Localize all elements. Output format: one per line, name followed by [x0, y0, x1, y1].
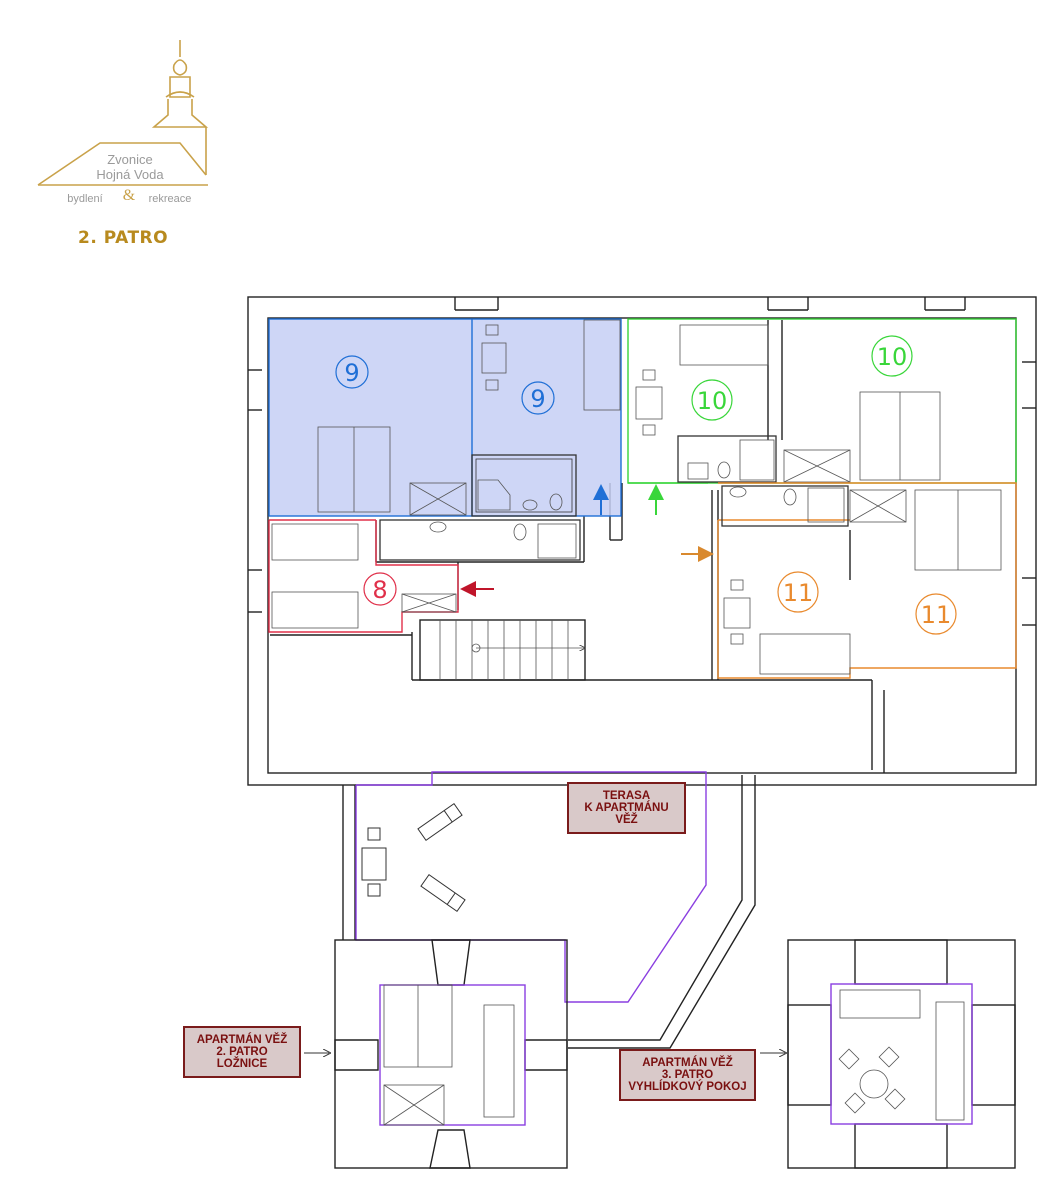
callout-terasa: TERASA K APARTMÁNU VĚŽ	[567, 782, 686, 834]
tower-3rd-floor	[787, 939, 1016, 1169]
callout-apartman-vez-3-patro: APARTMÁN VĚŽ 3. PATRO VYHLÍDKOVÝ POKOJ	[619, 1049, 756, 1101]
unit-8	[268, 519, 581, 633]
svg-text:bydlení: bydlení	[67, 193, 102, 205]
building-walls	[247, 296, 1037, 786]
unit-11-label-b: 11	[915, 593, 957, 635]
tower-2nd-floor	[334, 939, 568, 1169]
unit-8-label: 8	[363, 572, 397, 606]
unit-9-label-a: 9	[335, 355, 369, 389]
callout-vez2-line: 2. PATRO	[216, 1046, 268, 1058]
callout-terasa-line: TERASA	[602, 790, 651, 802]
svg-text:Hojná Voda: Hojná Voda	[96, 167, 164, 182]
svg-text:&: &	[123, 187, 136, 204]
terrace-furniture	[361, 802, 466, 913]
callout-terasa-line: VĚŽ	[615, 814, 638, 826]
svg-text:Zvonice: Zvonice	[107, 152, 153, 167]
svg-text:9: 9	[530, 385, 545, 413]
svg-text:11: 11	[783, 579, 814, 607]
floor-title: 2. PATRO	[78, 228, 169, 248]
callout-vez3-line: 3. PATRO	[661, 1069, 714, 1081]
callout-vez2-line: LOŽNICE	[216, 1058, 268, 1070]
terrace-walls	[342, 775, 756, 1049]
zvonice-logo: Zvonice Hojná Voda bydlení & rekreace	[37, 40, 209, 205]
unit-11	[717, 482, 1017, 679]
unit-11-label-a: 11	[777, 571, 819, 613]
svg-text:9: 9	[344, 359, 359, 387]
unit-10-label-a: 10	[691, 379, 733, 421]
unit-9	[268, 318, 622, 517]
callout-terasa-line: K APARTMÁNU	[584, 802, 669, 814]
callout-apartman-vez-2-patro: APARTMÁN VĚŽ 2. PATRO LOŽNICE	[183, 1026, 301, 1078]
callout-vez3-line: APARTMÁN VĚŽ	[642, 1057, 733, 1069]
svg-text:10: 10	[697, 387, 728, 415]
unit-10	[627, 318, 1017, 484]
unit-10-label-b: 10	[871, 335, 913, 377]
svg-text:8: 8	[372, 576, 387, 604]
svg-text:rekreace: rekreace	[149, 193, 192, 205]
unit-9-label-b: 9	[521, 381, 555, 415]
svg-text:11: 11	[921, 601, 952, 629]
callout-vez2-line: APARTMÁN VĚŽ	[196, 1034, 288, 1046]
callout-vez3-line: VYHLÍDKOVÝ POKOJ	[628, 1081, 747, 1093]
svg-text:10: 10	[877, 343, 908, 371]
